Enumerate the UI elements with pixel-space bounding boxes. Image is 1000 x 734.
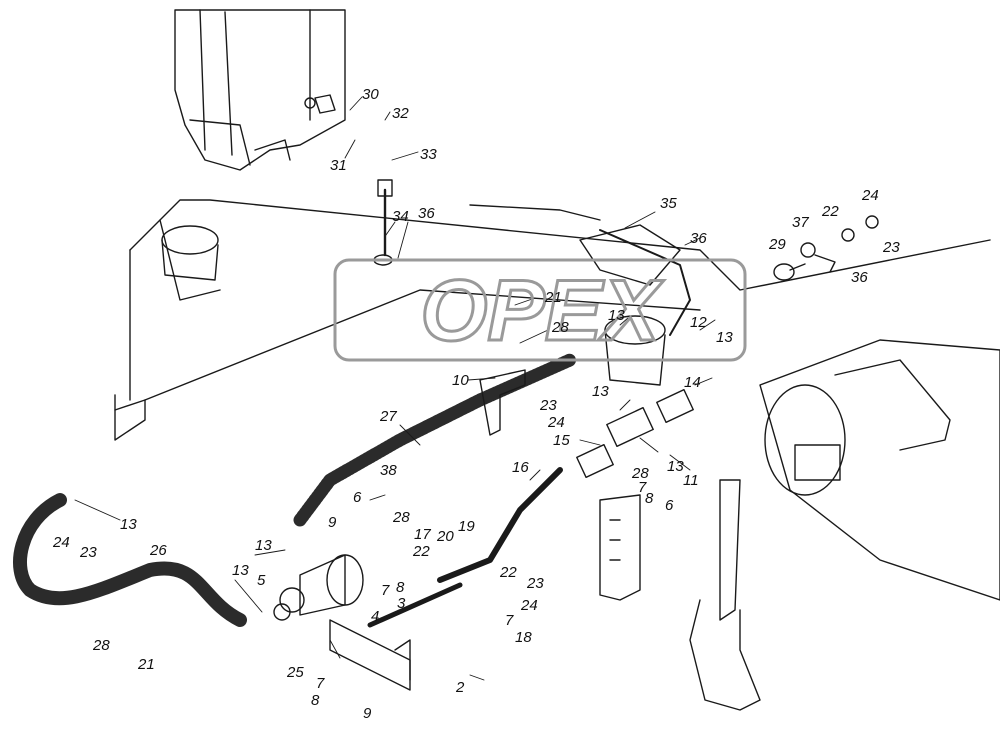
callout-label: 5: [257, 572, 266, 589]
callout-label: 18: [515, 629, 532, 646]
callout-label: 25: [287, 664, 304, 681]
callout-label: 19: [458, 518, 475, 535]
fastener-set-29: [773, 215, 879, 281]
hose-27: [293, 353, 577, 527]
pipe-16: [437, 467, 563, 583]
callout-label: 17: [414, 526, 431, 543]
callout-label: 4: [371, 608, 380, 625]
callout-label: 35: [660, 195, 677, 212]
filler-neck: [579, 224, 681, 386]
callout-label: 7: [316, 675, 325, 692]
callout-label: 13: [608, 307, 625, 324]
callout-label: 22: [500, 564, 517, 581]
valve-group: [576, 388, 694, 479]
callout-label: 31: [330, 157, 347, 174]
callout-label: 36: [851, 269, 868, 286]
callout-label: 24: [521, 597, 538, 614]
fuel-pipe-35: [599, 229, 691, 336]
callout-label: 2: [456, 679, 465, 696]
callout-label: 12: [690, 314, 707, 331]
callout-label: 10: [452, 372, 469, 389]
callout-label: 20: [437, 528, 454, 545]
callout-label: 28: [552, 319, 569, 336]
callout-label: 28: [632, 465, 649, 482]
callout-label: 24: [548, 414, 565, 431]
callout-label: 8: [645, 490, 654, 507]
callout-label: 13: [667, 458, 684, 475]
callout-label: 8: [396, 579, 405, 596]
bracket-10: [479, 369, 526, 436]
callout-label: 38: [380, 462, 397, 479]
callout-label: 7: [505, 612, 514, 629]
watermark-text: OPEX: [421, 263, 665, 359]
callout-label: 13: [232, 562, 249, 579]
callout-label: 6: [665, 497, 674, 514]
callout-label: 37: [792, 214, 809, 231]
callout-label: 7: [381, 582, 390, 599]
callout-label: 36: [418, 205, 435, 222]
opex-watermark: OPEX: [333, 258, 747, 362]
callout-label: 14: [684, 374, 701, 391]
callout-label: 32: [392, 105, 409, 122]
callout-label: 24: [862, 187, 879, 204]
callout-label: 22: [822, 203, 839, 220]
callout-label: 29: [769, 236, 786, 253]
callout-label: 36: [690, 230, 707, 247]
muffler: [689, 339, 1000, 711]
callout-label: 3: [397, 595, 406, 612]
callout-label: 13: [592, 383, 609, 400]
engine-block: [174, 9, 346, 171]
callout-label: 16: [512, 459, 529, 476]
callout-label: 28: [393, 509, 410, 526]
callout-label: 7: [638, 479, 647, 496]
callout-label: 11: [683, 472, 699, 489]
callout-label: 23: [883, 239, 900, 256]
callout-label: 13: [716, 329, 733, 346]
callout-label: 13: [255, 537, 272, 554]
callout-label: 15: [553, 432, 570, 449]
callout-label: 26: [150, 542, 167, 559]
callout-label: 23: [527, 575, 544, 592]
callout-label: 21: [545, 289, 562, 306]
callout-label: 24: [53, 534, 70, 551]
callout-label: 9: [328, 514, 337, 531]
pipe-4: [367, 582, 463, 628]
leader-lines: [74, 96, 716, 681]
callout-label: 21: [138, 656, 155, 673]
callout-label: 23: [540, 397, 557, 414]
hose-26: [13, 493, 247, 627]
pump-5: [273, 554, 364, 621]
callout-label: 28: [93, 637, 110, 654]
callout-label: 34: [392, 208, 409, 225]
callout-label: 27: [380, 408, 397, 425]
callout-label: 22: [413, 543, 430, 560]
callout-label: 6: [353, 489, 362, 506]
callout-label: 30: [362, 86, 379, 103]
callout-label: 13: [120, 516, 137, 533]
frame-crossmember: [114, 199, 991, 441]
callout-label: 23: [80, 544, 97, 561]
fitting-34: [377, 179, 393, 197]
callout-label: 8: [311, 692, 320, 709]
callout-label: 33: [420, 146, 437, 163]
mount-bracket: [329, 494, 641, 691]
callout-label: 9: [363, 705, 372, 722]
